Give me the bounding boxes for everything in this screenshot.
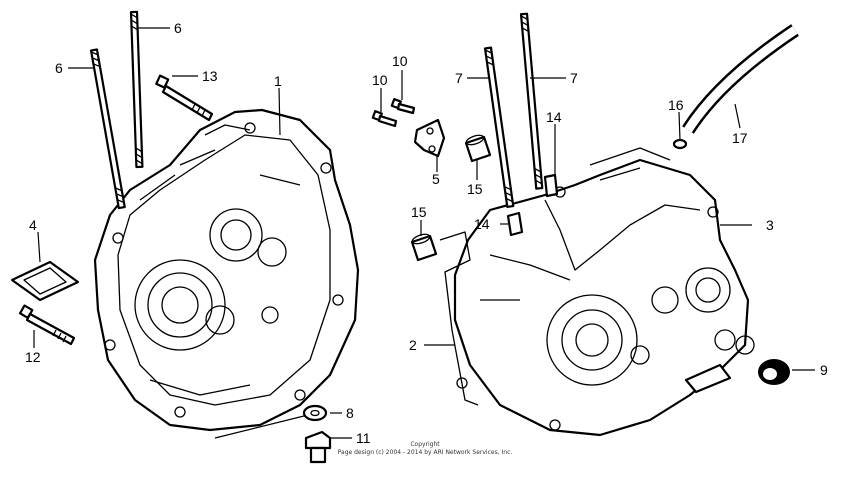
leader-lines bbox=[33, 27, 815, 439]
callout-7-right: 7 bbox=[570, 70, 578, 86]
bolt-10-upper bbox=[390, 98, 416, 115]
stud-bolt-6-center bbox=[129, 10, 144, 169]
callout-6-left: 6 bbox=[55, 60, 63, 76]
copyright-line-1: Copyright bbox=[410, 441, 440, 448]
callout-3: 3 bbox=[766, 217, 774, 233]
tube-clip-16 bbox=[672, 138, 688, 150]
callout-16: 16 bbox=[668, 97, 684, 113]
callout-11: 11 bbox=[356, 430, 371, 446]
callout-8: 8 bbox=[346, 405, 354, 421]
bolt-10-lower bbox=[371, 110, 398, 128]
callout-9: 9 bbox=[820, 362, 828, 378]
copyright-notice: Copyright Page design (c) 2004 - 2014 by… bbox=[338, 441, 513, 456]
callout-14-upper: 14 bbox=[546, 109, 562, 125]
callout-15-lower: 15 bbox=[411, 204, 427, 220]
dowel-pin-15-upper bbox=[464, 134, 492, 163]
dowel-pin-14-upper bbox=[543, 173, 559, 198]
stud-bolt-7-left bbox=[483, 46, 515, 208]
breather-tube-17 bbox=[682, 24, 799, 134]
bolt-12 bbox=[18, 304, 76, 346]
stud-bolt-6-left bbox=[89, 48, 126, 210]
bolt-13 bbox=[155, 74, 214, 122]
copyright-line-2: Page design (c) 2004 - 2014 by ARI Netwo… bbox=[338, 449, 513, 456]
callout-6-center: 6 bbox=[174, 20, 182, 36]
callout-10-lower: 10 bbox=[372, 72, 388, 88]
callout-14-lower: 14 bbox=[474, 216, 490, 232]
callout-15-upper: 15 bbox=[467, 181, 483, 197]
callout-1: 1 bbox=[274, 73, 282, 89]
dowel-pin-14-lower bbox=[506, 211, 524, 237]
dowel-pin-15-lower bbox=[410, 233, 438, 262]
callout-5: 5 bbox=[432, 171, 440, 187]
callout-13: 13 bbox=[202, 68, 218, 84]
callout-7-left: 7 bbox=[455, 70, 463, 86]
callout-4: 4 bbox=[29, 217, 37, 233]
oil-seal-9 bbox=[758, 359, 790, 385]
callout-17: 17 bbox=[732, 130, 748, 146]
sealing-washer-8 bbox=[302, 404, 328, 422]
callout-12: 12 bbox=[25, 349, 41, 365]
left-crankcase-half bbox=[93, 108, 360, 439]
stud-bolt-7-right bbox=[519, 12, 544, 190]
oil-strainer-screen-4 bbox=[10, 260, 80, 302]
callout-10-upper: 10 bbox=[392, 53, 408, 69]
bracket-5 bbox=[413, 118, 446, 158]
drain-plug-11 bbox=[304, 430, 332, 464]
callout-labels: 1 2 3 4 5 6 6 7 7 8 9 10 10 11 12 13 14 … bbox=[25, 20, 828, 446]
callout-2: 2 bbox=[409, 337, 417, 353]
right-crankcase-half bbox=[439, 147, 755, 437]
